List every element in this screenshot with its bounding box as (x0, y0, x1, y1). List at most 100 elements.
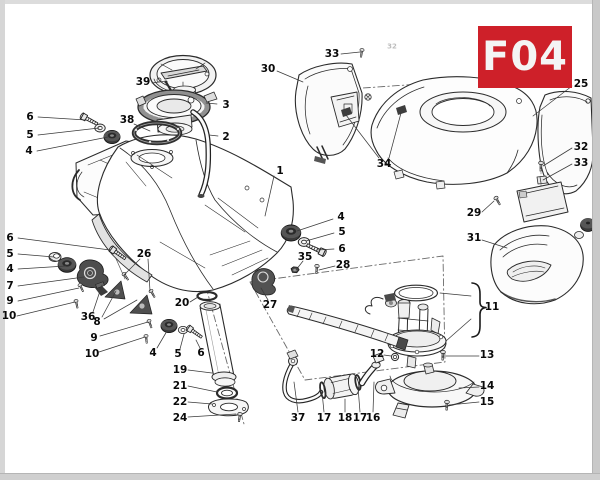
part-label: 9 (6, 294, 14, 307)
leader-line (296, 218, 334, 232)
leader-line (187, 401, 213, 405)
leader-line (388, 112, 402, 159)
leader-line (17, 265, 67, 270)
part-label: 28 (335, 258, 351, 271)
leader-line (293, 381, 299, 413)
right-panel-drawing (537, 90, 594, 195)
filler-neck-drawing (135, 89, 218, 136)
leader-line (195, 339, 201, 349)
drain-tube-drawing (196, 290, 249, 417)
leader-line (17, 253, 55, 258)
leader-line (340, 51, 361, 55)
part-label: 26 (136, 247, 152, 260)
leader-line (205, 102, 218, 105)
part-label: 5 (26, 128, 34, 141)
part-label: 27 (262, 298, 278, 311)
leader-line (17, 276, 85, 287)
part-label: 10 (1, 309, 17, 322)
leader-line (445, 318, 472, 342)
leader-line (481, 239, 508, 249)
part-label: 4 (6, 262, 14, 275)
right-cover-drawing (490, 225, 584, 305)
leader-line (17, 237, 111, 251)
clip-33 (536, 175, 548, 185)
part-label: 1 (276, 164, 284, 177)
part-label: 31 (466, 231, 482, 244)
part-label: 11 (484, 300, 500, 313)
part-label: 22 (172, 395, 188, 408)
leader-line (383, 354, 392, 357)
bracket-brace-11 (471, 282, 487, 338)
part-label: 17 (316, 411, 332, 424)
part-label: 38 (119, 113, 135, 126)
leader-line (208, 134, 219, 137)
leader-line (37, 116, 87, 121)
leader-line (357, 386, 361, 413)
part-label: 4 (337, 210, 345, 223)
leader-line (16, 301, 76, 317)
part-label: 37 (290, 411, 306, 424)
leader-line (133, 123, 151, 132)
part-label: 13 (479, 348, 495, 361)
leader-line (260, 287, 269, 301)
diagram-code: F04 (482, 34, 568, 80)
leader-line (264, 175, 275, 217)
leader-line (532, 85, 573, 117)
leader-line (101, 290, 117, 318)
part-label: 15 (479, 395, 495, 408)
part-label: 33 (573, 156, 589, 169)
part-label: 17 (352, 411, 368, 424)
part-label: 36 (80, 310, 96, 323)
part-label: 3 (222, 98, 230, 111)
part-label: 6 (197, 346, 205, 359)
leader-line (316, 248, 335, 251)
part-label: 16 (365, 411, 381, 424)
leader-line (98, 336, 146, 353)
fuel-filter-unit-drawing (375, 362, 485, 419)
part-label: 29 (466, 206, 482, 219)
leader-line (542, 147, 573, 167)
left-cover-drawing (294, 62, 363, 164)
breather-hose-drawing (190, 109, 212, 198)
part-label: 32 (387, 42, 397, 51)
part-label: 30 (260, 62, 276, 75)
part-label: 2 (222, 130, 230, 143)
leader-line (99, 321, 149, 337)
leader-line (458, 386, 480, 389)
leader-line (439, 292, 472, 297)
elbow-pipe-drawing (358, 352, 385, 387)
leader-line (276, 70, 304, 83)
screw-24 (236, 411, 243, 423)
leader-line (103, 299, 138, 320)
part-label: 20 (174, 296, 190, 309)
part-label: 4 (149, 346, 157, 359)
part-label: 39 (135, 75, 151, 88)
part-label: 10 (84, 347, 100, 360)
leader-line (189, 296, 199, 303)
part-label: 33 (324, 47, 340, 60)
leader-line (305, 232, 335, 242)
part-label: 6 (6, 231, 14, 244)
part-label: 12 (369, 347, 385, 360)
part-label: 9 (90, 331, 98, 344)
part-label: 7 (6, 279, 14, 292)
part-label: 6 (26, 110, 34, 123)
leader-line (92, 284, 103, 313)
leader-line (179, 333, 185, 350)
leader-line (448, 401, 480, 406)
leader-line (123, 258, 141, 276)
part-label: 21 (172, 379, 188, 392)
hardware-brackets-8-36 (95, 271, 157, 344)
leader-line (151, 80, 167, 84)
hardware-tank-right (280, 224, 328, 275)
leader-line (481, 200, 495, 213)
part-label: 24 (172, 411, 188, 424)
fuel-hose-drawing (282, 349, 324, 404)
part-label: 34 (376, 157, 392, 170)
part-label: 18 (337, 411, 353, 424)
part-label: 35 (297, 250, 313, 263)
right-mount-drawing (574, 218, 596, 239)
